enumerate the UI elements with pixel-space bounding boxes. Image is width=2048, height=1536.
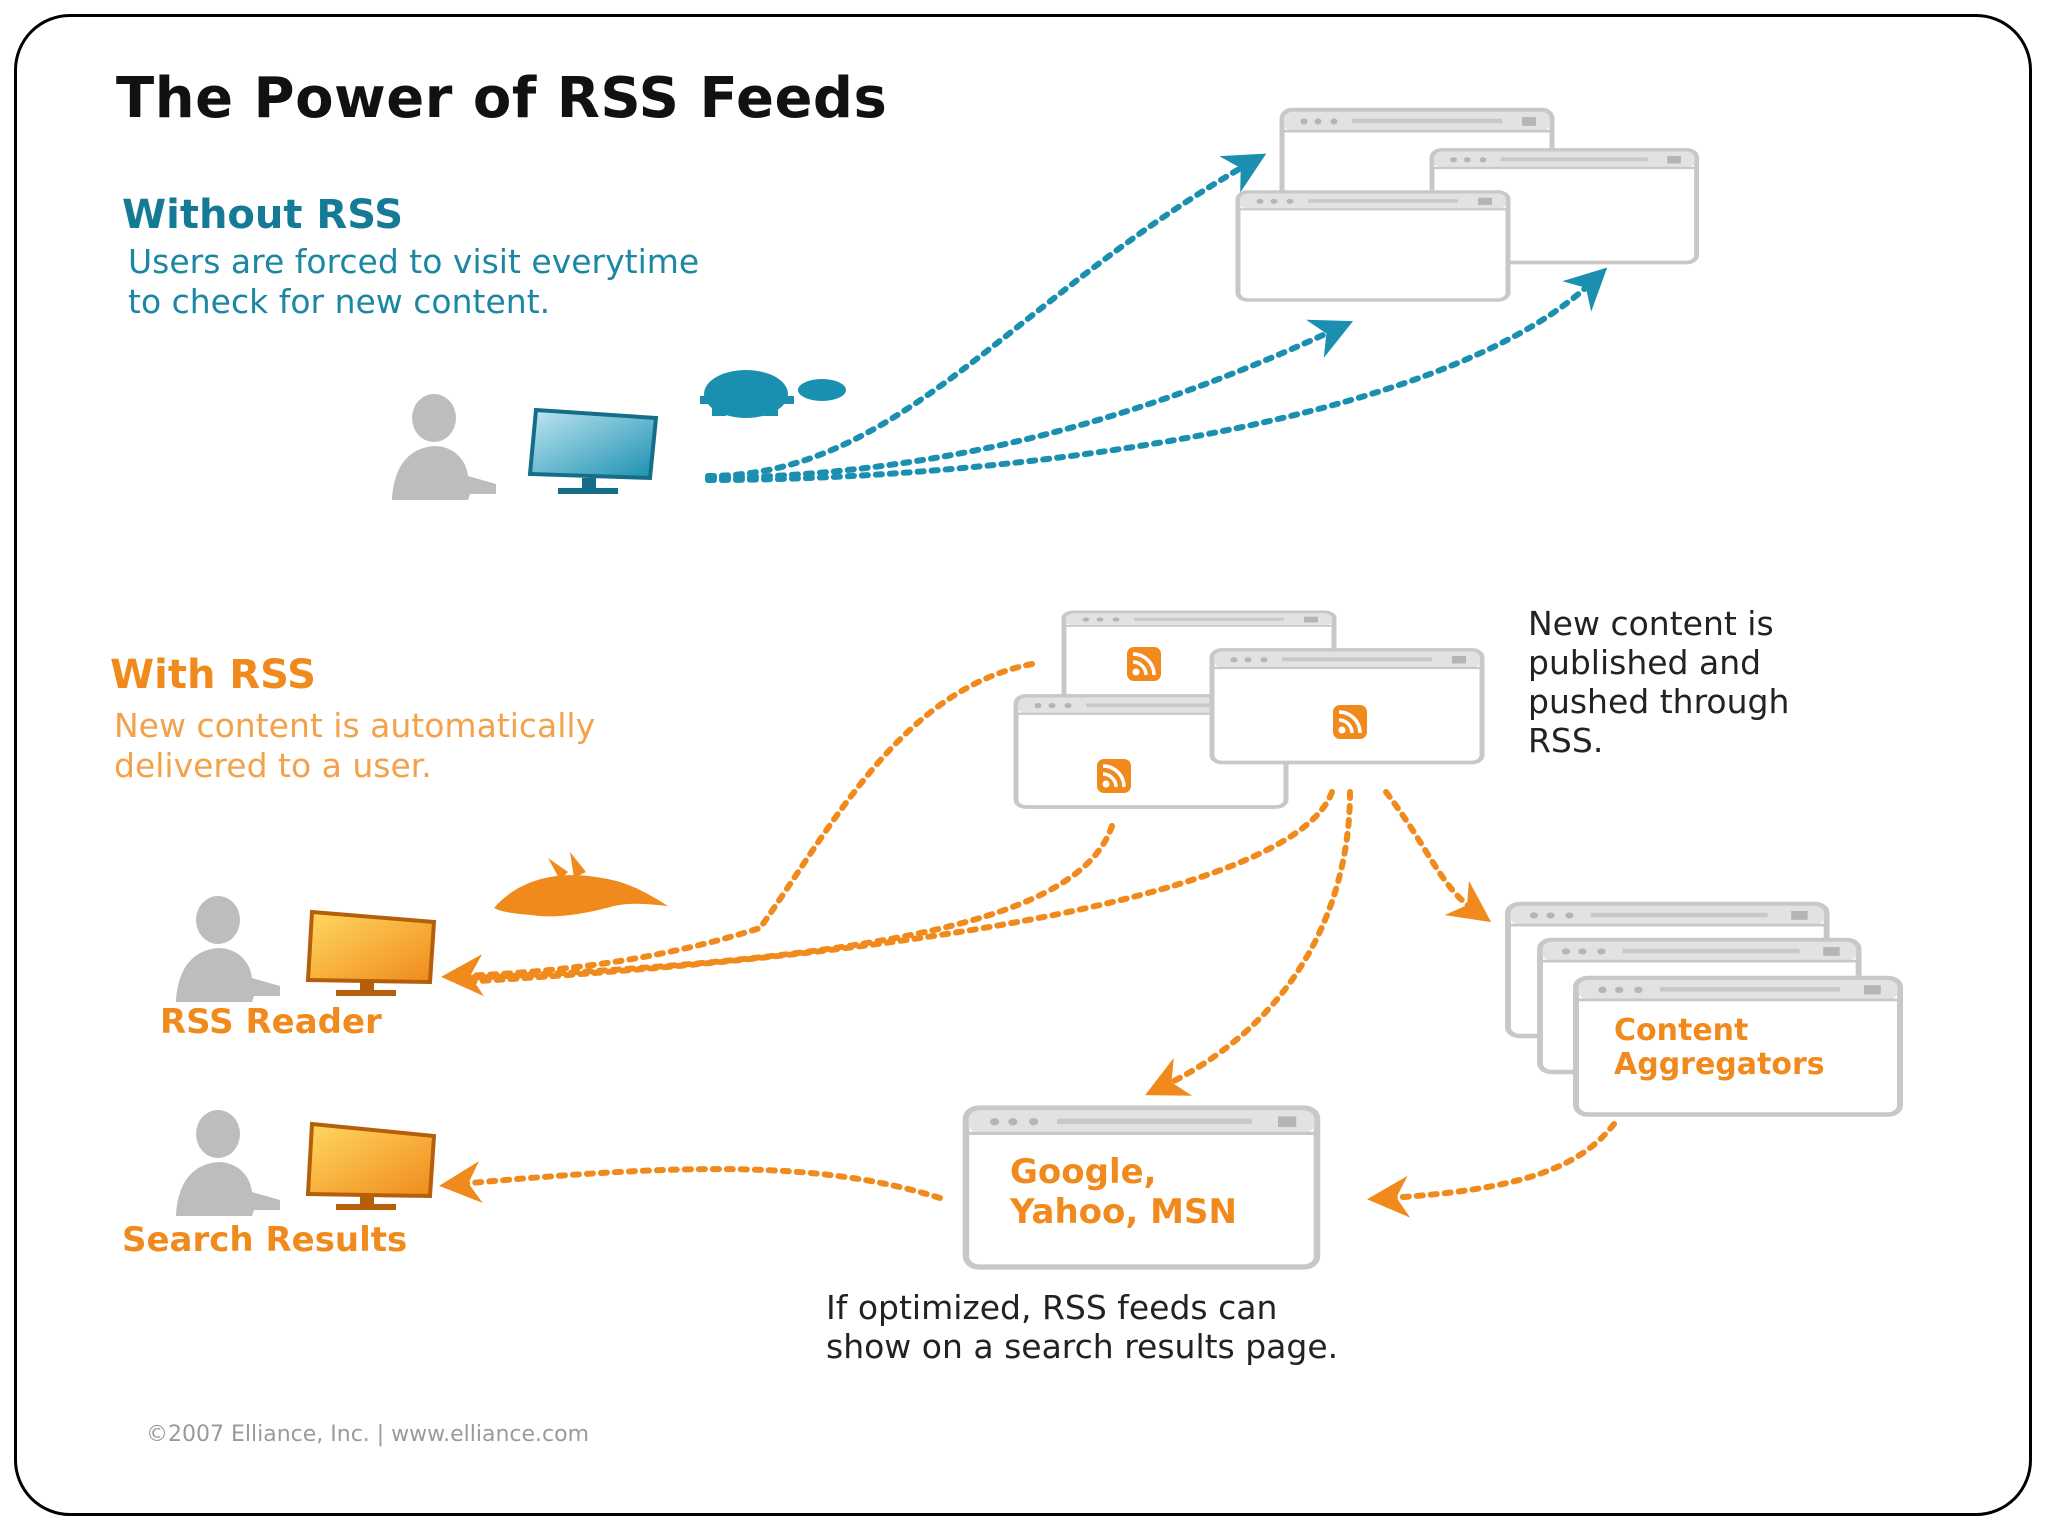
without-rss-line-1: Users are forced to visit everytime (128, 242, 700, 281)
with-rss-line-1: New content is automatically (114, 706, 596, 745)
published-line-4: RSS. (1528, 721, 1604, 760)
search-engines-label: Google, Yahoo, MSN (1010, 1152, 1237, 1232)
without-rss-heading: Without RSS (122, 192, 404, 238)
rabbit-icon (494, 852, 668, 917)
with-rss-heading: With RSS (110, 652, 316, 698)
feed-window-3 (1212, 650, 1482, 763)
orange-delivery-arrows (439, 661, 1617, 1218)
without-rss-line-2: to check for new content. (128, 282, 551, 321)
published-line-2: published and (1528, 643, 1762, 682)
search-results-label: Search Results (122, 1220, 408, 1260)
published-line-1: New content is (1528, 604, 1774, 643)
with-rss-description: New content is automatically delivered t… (114, 706, 595, 786)
optimized-line-1: If optimized, RSS feeds can (826, 1288, 1278, 1327)
page-title: The Power of RSS Feeds (116, 66, 888, 131)
teal-user-figure (392, 394, 659, 500)
turtle-icon (700, 370, 846, 418)
teal-visit-arrows (705, 153, 1608, 483)
copyright-footer: ©2007 Elliance, Inc. | www.elliance.com (146, 1422, 590, 1447)
content-aggregators-label: Content Aggregators (1614, 1014, 1825, 1082)
teal-monitor-icon (527, 407, 659, 494)
slide-frame (14, 14, 2032, 1516)
optimized-caption: If optimized, RSS feeds can show on a se… (826, 1288, 1338, 1366)
rss-reader-label: RSS Reader (160, 1002, 382, 1042)
published-line-3: pushed through (1528, 682, 1790, 721)
search-results-user-figure (176, 1110, 437, 1216)
aggregators-line-2: Aggregators (1614, 1047, 1825, 1082)
site-window-top-3 (1238, 192, 1508, 300)
search-engines-line-2: Yahoo, MSN (1010, 1192, 1237, 1232)
without-rss-description: Users are forced to visit everytime to c… (128, 242, 699, 322)
rss-reader-user-figure (176, 896, 437, 1002)
with-rss-line-2: delivered to a user. (114, 746, 432, 785)
optimized-line-2: show on a search results page. (826, 1327, 1339, 1366)
orange-monitor-icon-2 (305, 1121, 437, 1210)
search-engines-line-1: Google, (1010, 1152, 1157, 1192)
published-caption: New content is published and pushed thro… (1528, 604, 1789, 760)
aggregators-line-1: Content (1614, 1013, 1749, 1048)
orange-monitor-icon (305, 909, 437, 996)
